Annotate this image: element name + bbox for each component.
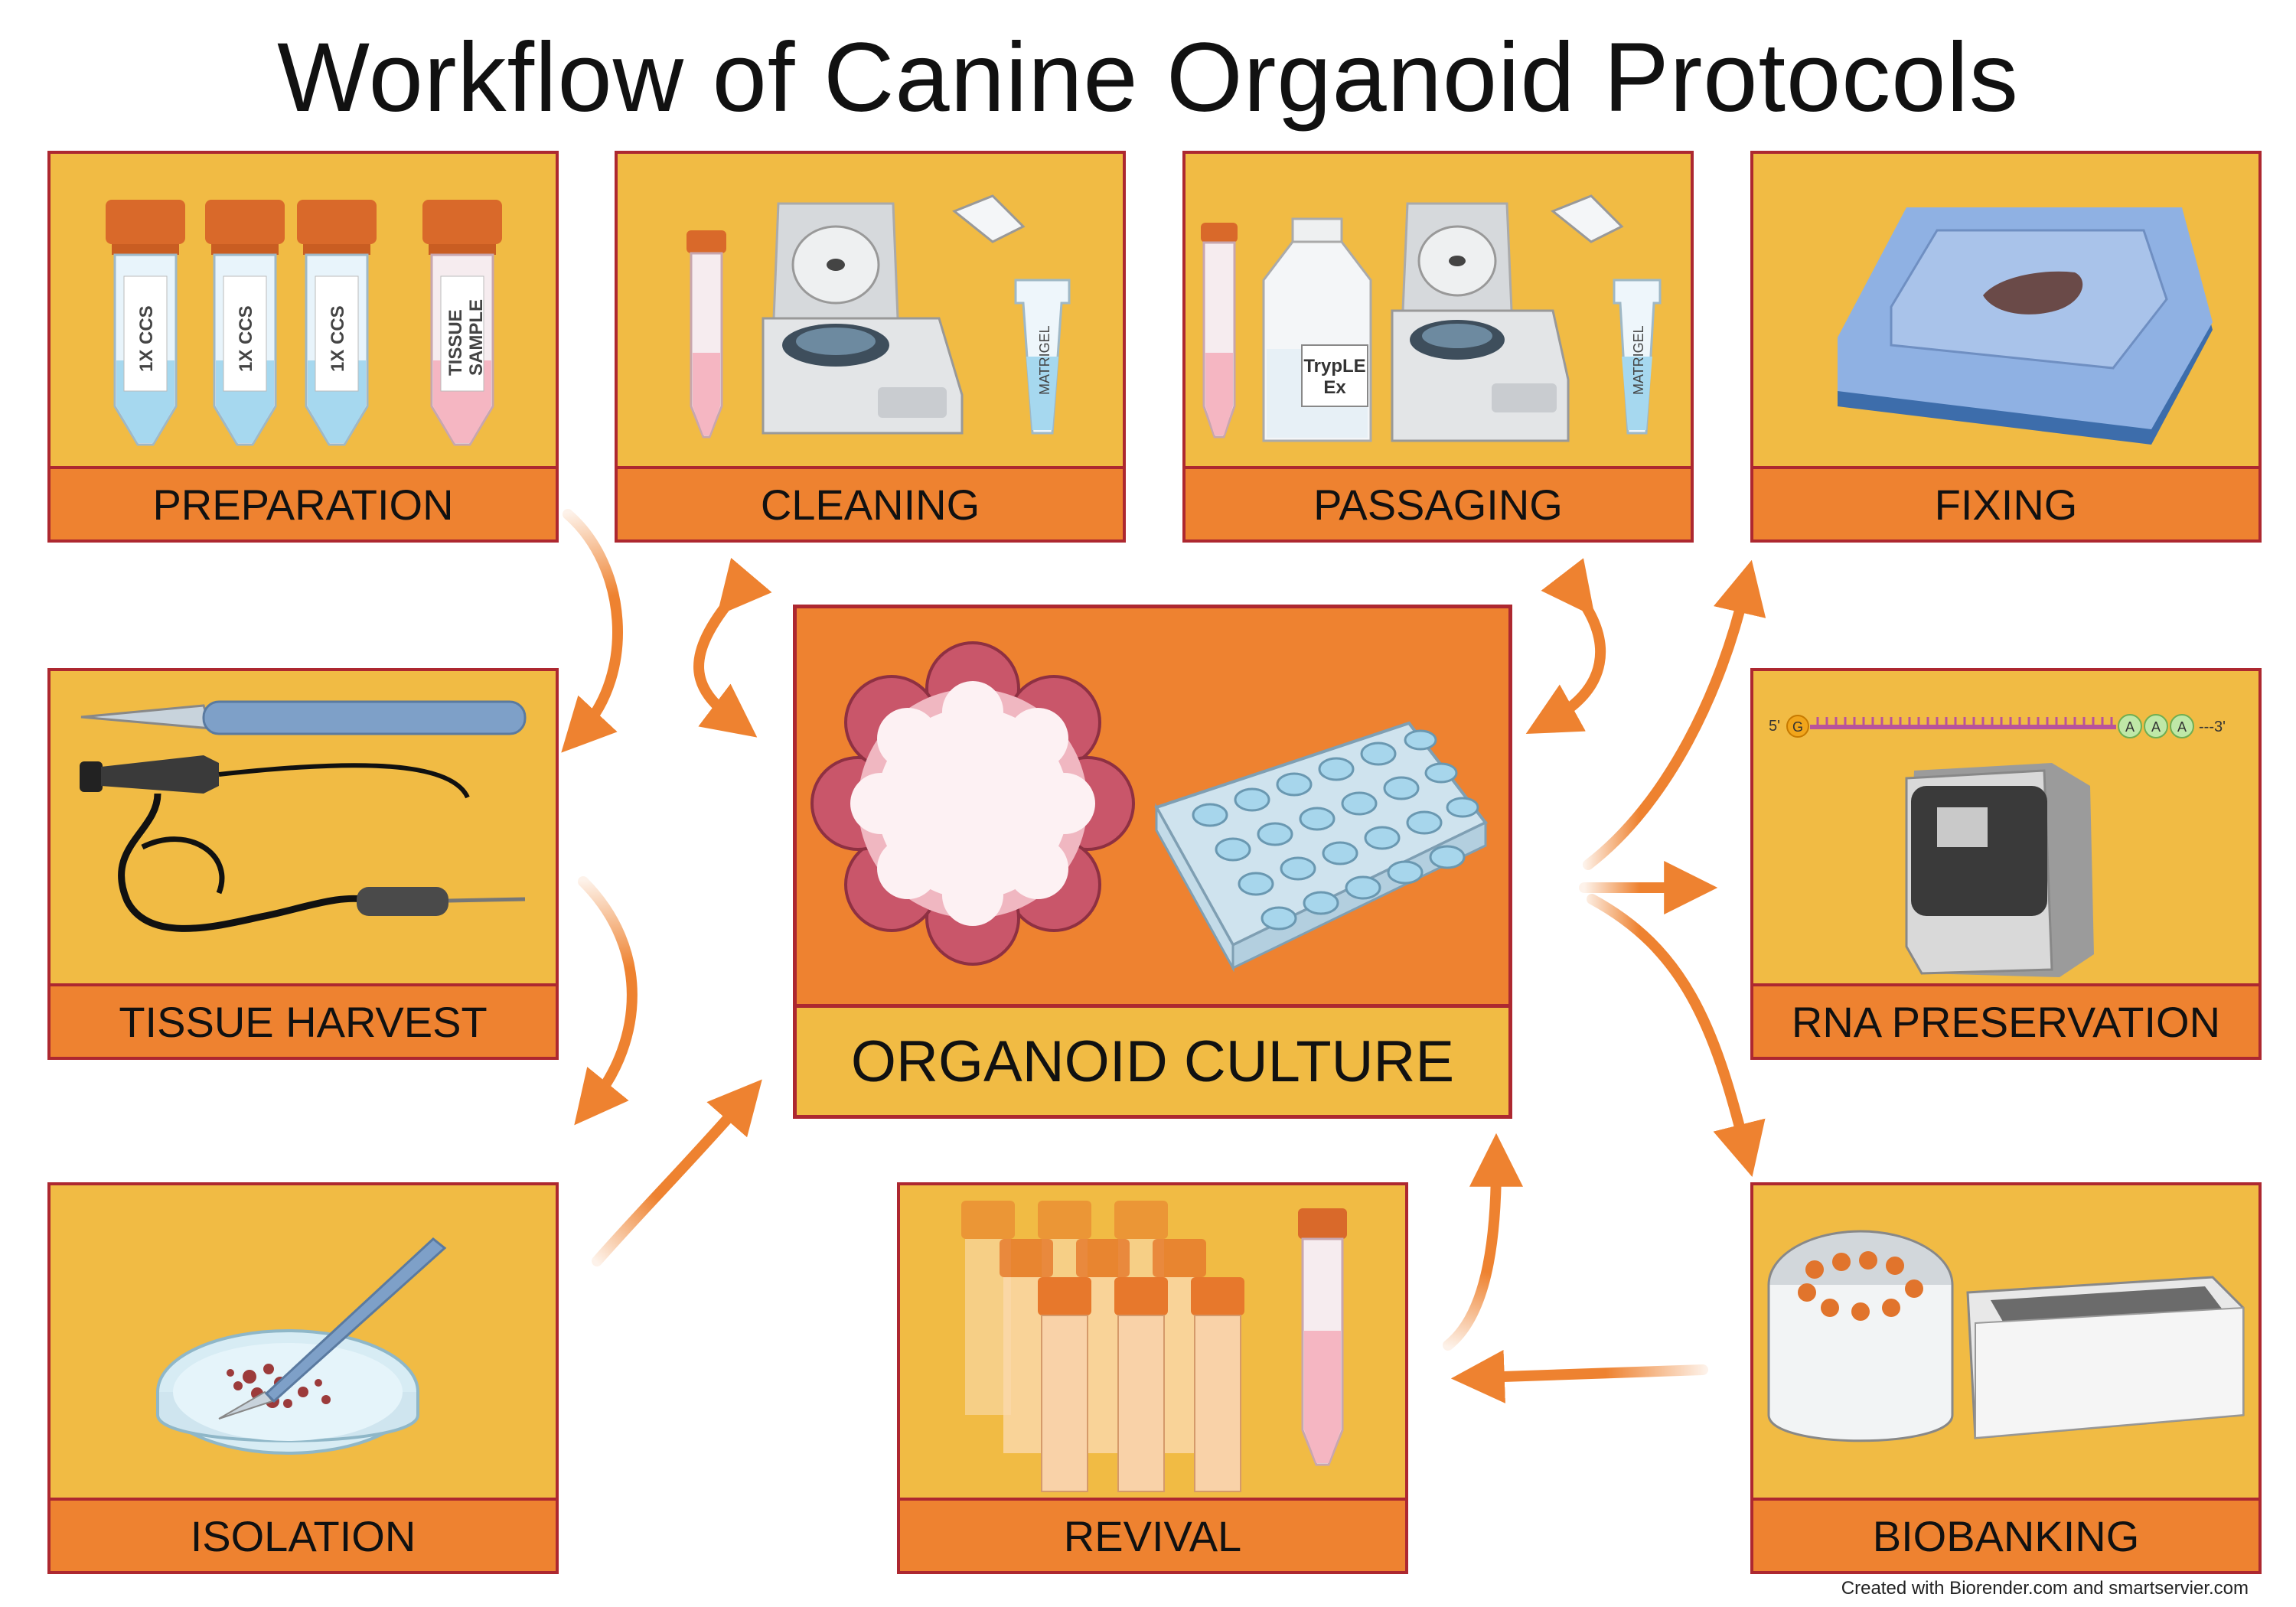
arrow-passaging-culture [1525,558,1606,735]
panel-cleaning: MATRIGEL CLEANING [615,151,1126,543]
rna-tail-a2: A [2151,719,2161,735]
panel-tissue-harvest: TISSUE HARVEST [47,668,559,1060]
panel-biobanking: BIOBANKING [1750,1182,2262,1574]
panel-rna-preservation: 5' G A A A ---3' RNA PRESERVATION [1750,668,2262,1060]
panel-passaging: TrypLE Ex MATRIGEL PASSAGING [1182,151,1694,543]
bottle-label-ex: Ex [1323,377,1346,398]
scalpel-icon [80,700,527,735]
rna-preservation-device-icon [1905,763,2094,977]
arrow-cleaning-culture [693,557,772,738]
arrow-preparation-to-harvest [561,509,623,753]
cryo-storage-icon [1767,1230,2245,1442]
label-fixing: FIXING [1753,466,2258,539]
well-plate-icon [1154,721,1489,973]
bottle-label-tryple: TrypLE [1303,356,1365,376]
heat-block-icon [1838,207,2213,445]
arrow-harvest-to-isolation [574,876,638,1126]
tube-label-ccs-3: 1X CCS [328,305,348,372]
arrow-culture-to-fixing [1583,559,1766,870]
tube-label-matrigel-2: MATRIGEL [1631,325,1646,395]
panel-organoid-culture: ORGANOID CULTURE [793,605,1512,1119]
rna-tail-a1: A [2125,719,2135,735]
cryovials-icon [961,1201,1347,1492]
label-isolation: ISOLATION [51,1498,556,1571]
scalpel-icon [218,1237,447,1420]
tube-label-matrigel: MATRIGEL [1037,325,1052,395]
label-revival: REVIVAL [900,1498,1405,1571]
label-rna-preservation: RNA PRESERVATION [1753,983,2258,1057]
rna-tail-a3: A [2177,719,2187,735]
tube-label-ccs-1: 1X CCS [136,305,157,372]
page-title: Workflow of Canine Organoid Protocols [277,23,2019,132]
rna-cap: G [1792,719,1803,735]
label-organoid-culture: ORGANOID CULTURE [797,1004,1508,1115]
tube-label-sample: SAMPLE [466,299,487,376]
label-tissue-harvest: TISSUE HARVEST [51,983,556,1057]
arrow-biobanking-to-revival [1450,1349,1708,1403]
tube-label-tissue: TISSUE [445,309,466,376]
endoscope-icon [80,700,527,932]
panel-isolation: ISOLATION [47,1182,559,1574]
conical-tubes-icon: 1X CCS 1X CCS 1X CCS TISSUE SAMPLE [106,200,502,446]
panel-fixing: FIXING [1750,151,2262,543]
arrow-revival-to-culture [1443,1133,1523,1351]
label-passaging: PASSAGING [1186,466,1691,539]
panel-preparation: 1X CCS 1X CCS 1X CCS TISSUE SAMPLE PREPA… [47,151,559,543]
arrow-isolation-to-culture [592,1079,762,1266]
arrow-culture-to-biobanking [1587,894,1766,1178]
tube-label-ccs-2: 1X CCS [236,305,256,372]
credit-text: Created with Biorender.com and smartserv… [1841,1578,2249,1599]
passaging-equipment-icon: TrypLE Ex MATRIGEL [1201,194,1662,442]
rna-strand-icon: 5' G A A A ---3' [1769,714,2226,977]
centrifuge-icon: MATRIGEL [687,194,1071,438]
petri-dish-icon [156,1237,447,1455]
label-preparation: PREPARATION [51,466,556,539]
rna-5-prime: 5' [1769,718,1780,735]
rna-3-prime: ---3' [2199,719,2226,735]
label-cleaning: CLEANING [618,466,1123,539]
panel-revival: REVIVAL [897,1182,1408,1574]
label-biobanking: BIOBANKING [1753,1498,2258,1571]
organoid-icon [810,641,1489,973]
